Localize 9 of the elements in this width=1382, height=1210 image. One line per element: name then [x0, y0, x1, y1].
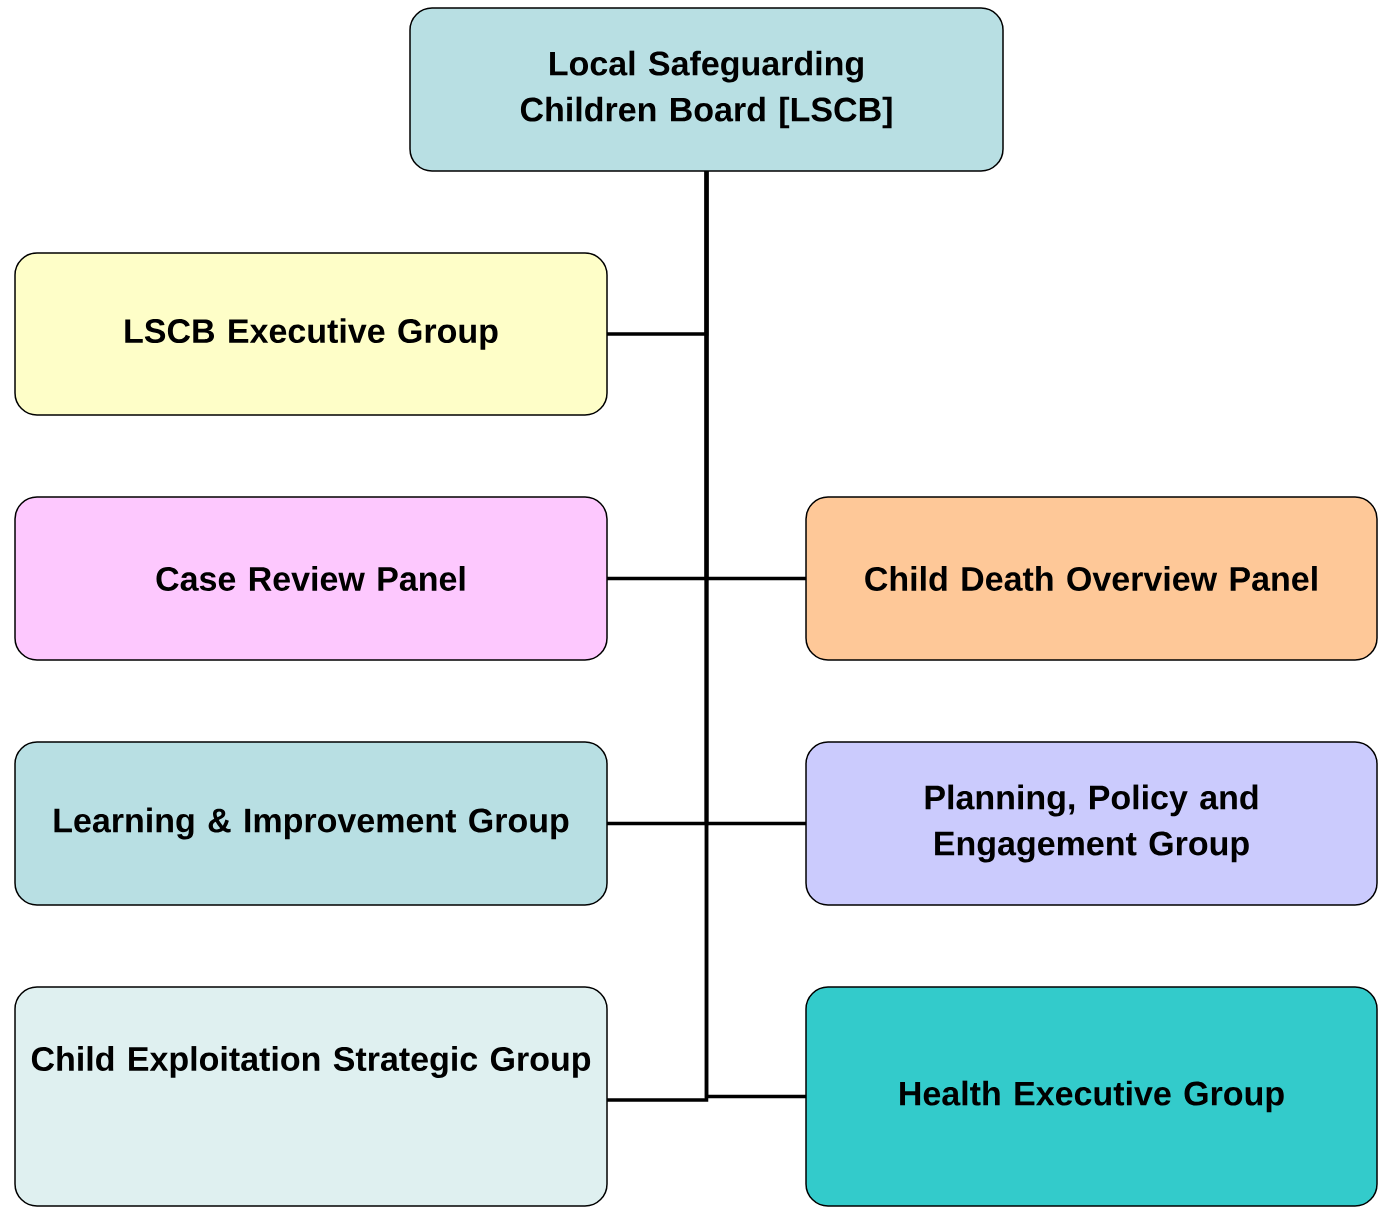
org-box: Local Safeguarding Children Board [LSCB]: [409, 7, 1004, 172]
org-box: Planning, Policy and Engagement Group: [805, 741, 1378, 906]
org-box: Learning & Improvement Group: [14, 741, 608, 906]
org-box: Child Exploitation Strategic Group: [14, 986, 608, 1207]
org-box: LSCB Executive Group: [14, 252, 608, 416]
org-box: Health Executive Group: [805, 986, 1378, 1207]
org-box: Case Review Panel: [14, 496, 608, 661]
connector-line: [704, 171, 806, 1099]
org-box: Child Death Overview Panel: [805, 496, 1378, 661]
